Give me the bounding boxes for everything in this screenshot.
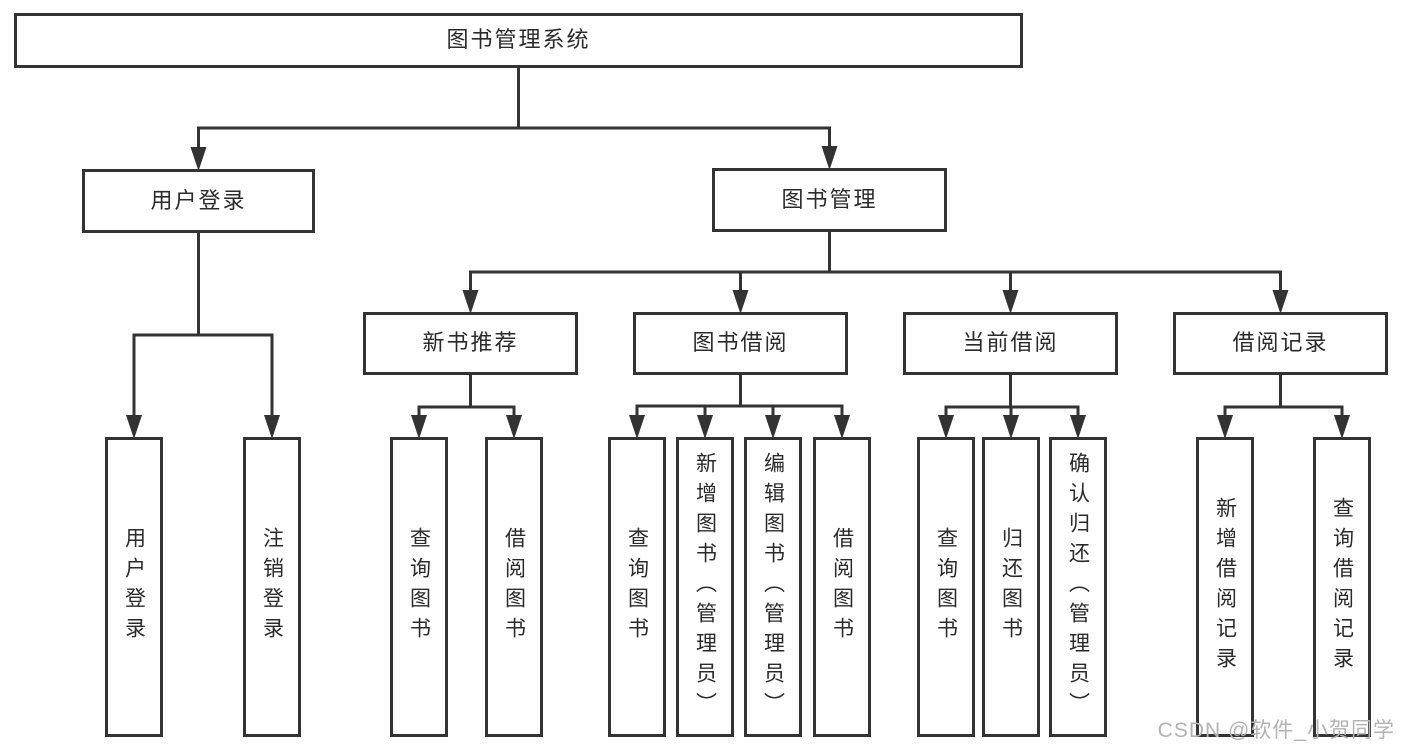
node-label: 确认归还（管理员） bbox=[1066, 452, 1090, 722]
connector-path bbox=[417, 373, 516, 421]
node-label: 图书借阅 bbox=[692, 330, 789, 356]
node-label: 新增借阅记录 bbox=[1213, 497, 1237, 677]
arrowhead-icon bbox=[126, 415, 142, 439]
arrowhead-icon bbox=[834, 415, 850, 439]
arrowhead-icon bbox=[1334, 415, 1350, 439]
node-label: 图书管理系统 bbox=[446, 27, 591, 53]
node-label: 归还图书 bbox=[999, 527, 1023, 647]
node-cb-confirm-return: 确认归还（管理员） bbox=[1049, 437, 1107, 737]
node-bb-borrow-book: 借阅图书 bbox=[813, 437, 871, 737]
node-label: 当前借阅 bbox=[962, 330, 1059, 356]
node-label: 用户登录 bbox=[150, 187, 247, 213]
connector-path bbox=[132, 231, 274, 421]
arrowhead-icon bbox=[190, 147, 207, 171]
node-current-borrow: 当前借阅 bbox=[903, 312, 1118, 375]
node-label: 注销登录 bbox=[260, 527, 284, 647]
arrowhead-icon bbox=[765, 415, 781, 439]
node-label: 查询图书 bbox=[407, 527, 431, 647]
connector-path bbox=[1223, 373, 1344, 421]
arrowhead-icon bbox=[732, 290, 749, 314]
node-borrow-records: 借阅记录 bbox=[1173, 312, 1388, 375]
arrowhead-icon bbox=[629, 415, 645, 439]
node-label: 借阅记录 bbox=[1232, 330, 1329, 356]
arrowhead-icon bbox=[1272, 290, 1289, 314]
node-new-book-recommend: 新书推荐 bbox=[363, 312, 578, 375]
node-bb-edit-book: 编辑图书（管理员） bbox=[744, 437, 802, 737]
connector-path bbox=[197, 66, 831, 153]
connector-path bbox=[469, 230, 1282, 296]
arrowhead-icon bbox=[264, 415, 280, 439]
node-label: 编辑图书（管理员） bbox=[761, 452, 785, 722]
arrowhead-icon bbox=[506, 415, 522, 439]
node-label: 查询图书 bbox=[934, 527, 958, 647]
arrowhead-icon bbox=[462, 290, 479, 314]
node-bb-query-book: 查询图书 bbox=[608, 437, 666, 737]
arrowhead-icon bbox=[938, 415, 954, 439]
node-label: 查询借阅记录 bbox=[1330, 497, 1354, 677]
arrowhead-icon bbox=[821, 146, 838, 170]
arrowhead-icon bbox=[411, 415, 427, 439]
connector-path bbox=[635, 373, 844, 421]
arrowhead-icon bbox=[1003, 415, 1019, 439]
arrowhead-icon bbox=[1217, 415, 1233, 439]
node-book-management: 图书管理 bbox=[712, 168, 947, 232]
node-root: 图书管理系统 bbox=[14, 13, 1023, 68]
node-br-query-record: 查询借阅记录 bbox=[1313, 437, 1371, 737]
node-br-add-record: 新增借阅记录 bbox=[1196, 437, 1254, 737]
node-book-borrow: 图书借阅 bbox=[633, 312, 848, 375]
node-cb-query-book: 查询图书 bbox=[917, 437, 975, 737]
node-cb-return-book: 归还图书 bbox=[982, 437, 1040, 737]
node-label: 借阅图书 bbox=[502, 527, 526, 647]
node-label: 借阅图书 bbox=[830, 527, 854, 647]
watermark: CSDN @软件_小贺同学 bbox=[1157, 719, 1395, 742]
node-label: 图书管理 bbox=[781, 186, 878, 212]
node-logout-leaf: 注销登录 bbox=[243, 437, 301, 737]
node-bb-add-book: 新增图书（管理员） bbox=[676, 437, 734, 737]
arrowhead-icon bbox=[1070, 415, 1086, 439]
arrowhead-icon bbox=[697, 415, 713, 439]
node-nb-borrow-book: 借阅图书 bbox=[485, 437, 543, 737]
arrowhead-icon bbox=[1002, 290, 1019, 314]
connector-path bbox=[944, 373, 1080, 421]
node-label: 新增图书（管理员） bbox=[693, 452, 717, 722]
node-label: 查询图书 bbox=[625, 527, 649, 647]
node-label: 用户登录 bbox=[122, 527, 146, 647]
node-user-login-leaf: 用户登录 bbox=[105, 437, 163, 737]
node-nb-query-book: 查询图书 bbox=[390, 437, 448, 737]
node-user-login: 用户登录 bbox=[82, 169, 315, 233]
node-label: 新书推荐 bbox=[422, 330, 519, 356]
